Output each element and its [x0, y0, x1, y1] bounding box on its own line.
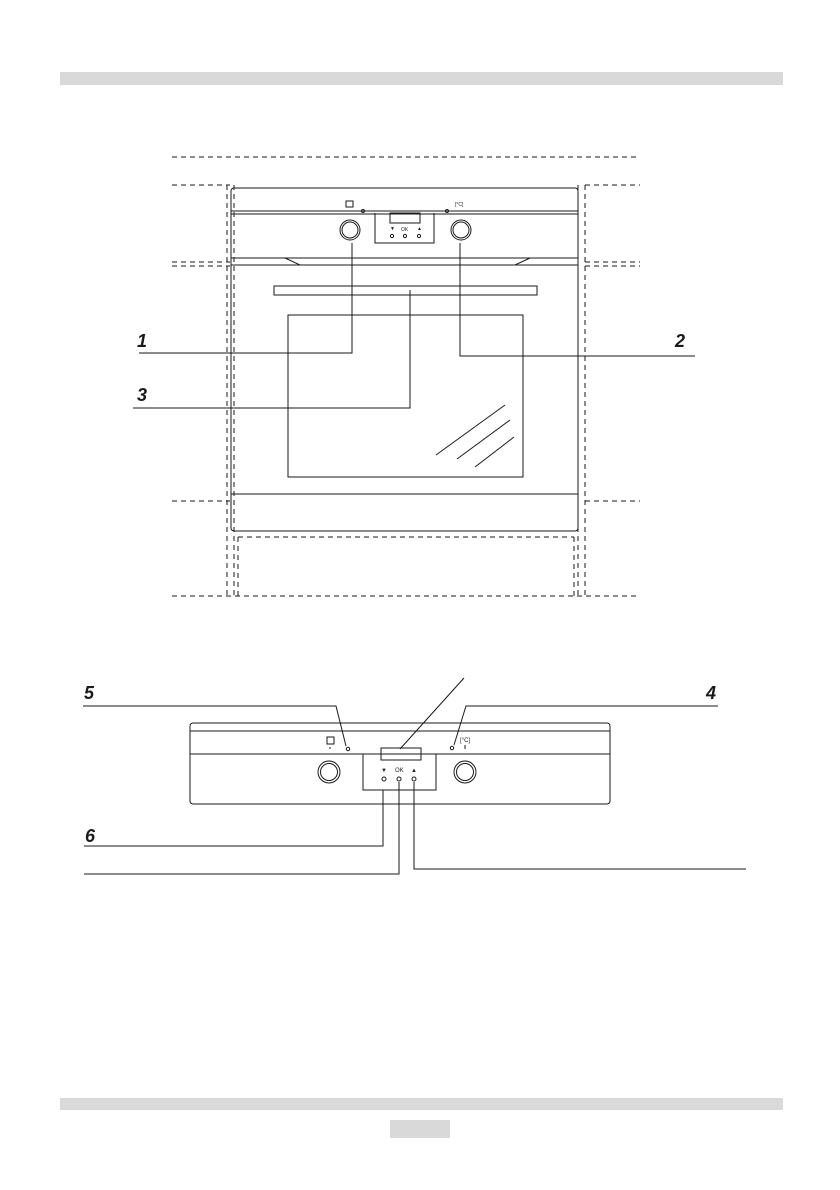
touch-button-icon	[412, 777, 416, 781]
bottom-callout-lines	[83, 678, 746, 874]
callout-6: 6	[85, 826, 96, 846]
control-knob-icon	[451, 220, 471, 240]
callout-1: 1	[137, 331, 147, 351]
oven-mode-icon	[327, 737, 334, 744]
oven-front	[231, 188, 578, 531]
down-arrow-detail: ▼	[381, 768, 387, 774]
ok-label-detail: OK	[395, 768, 404, 774]
control-knob-icon	[340, 220, 360, 240]
callout-5: 5	[84, 683, 95, 703]
callout-2: 2	[674, 331, 685, 351]
temp-symbol-top: [°C]	[455, 202, 464, 208]
control-knob-icon	[454, 761, 476, 783]
ok-label-top: OK	[401, 227, 409, 233]
top-callout-lines	[133, 243, 695, 408]
oven-mode-icon	[346, 201, 353, 207]
control-knob-icon	[318, 761, 340, 783]
top-control-panel	[340, 201, 471, 243]
touch-button-icon	[382, 777, 386, 781]
down-arrow-top: ▼	[390, 226, 395, 232]
callout-4: 4	[705, 683, 716, 703]
touch-button-icon	[397, 777, 401, 781]
door-handle	[274, 286, 537, 295]
panel-detail	[190, 723, 610, 804]
up-arrow-detail: ▲	[411, 768, 417, 774]
up-arrow-top: ▲	[417, 226, 422, 232]
door-window	[288, 315, 523, 477]
temp-symbol-detail: [°C]	[460, 738, 470, 744]
callout-3: 3	[137, 385, 147, 405]
